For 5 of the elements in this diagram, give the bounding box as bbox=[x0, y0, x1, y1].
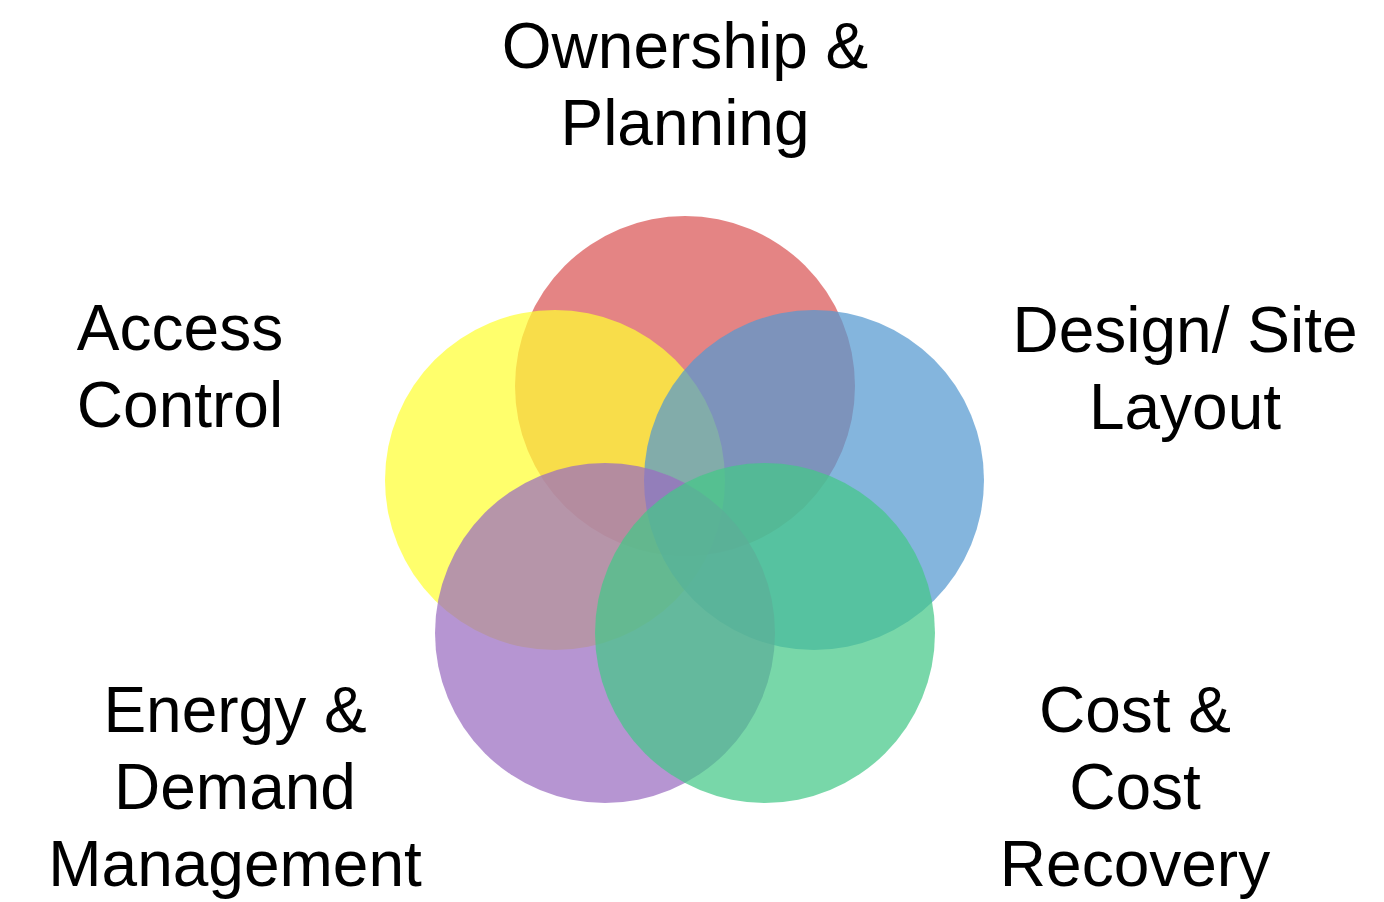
category-label: Access Control bbox=[30, 290, 330, 444]
category-label: Energy & Demand Management bbox=[10, 672, 460, 902]
category-label: Cost & Cost Recovery bbox=[965, 672, 1305, 902]
category-label: Design/ Site Layout bbox=[990, 292, 1380, 446]
category-label: Ownership & Planning bbox=[485, 8, 885, 162]
